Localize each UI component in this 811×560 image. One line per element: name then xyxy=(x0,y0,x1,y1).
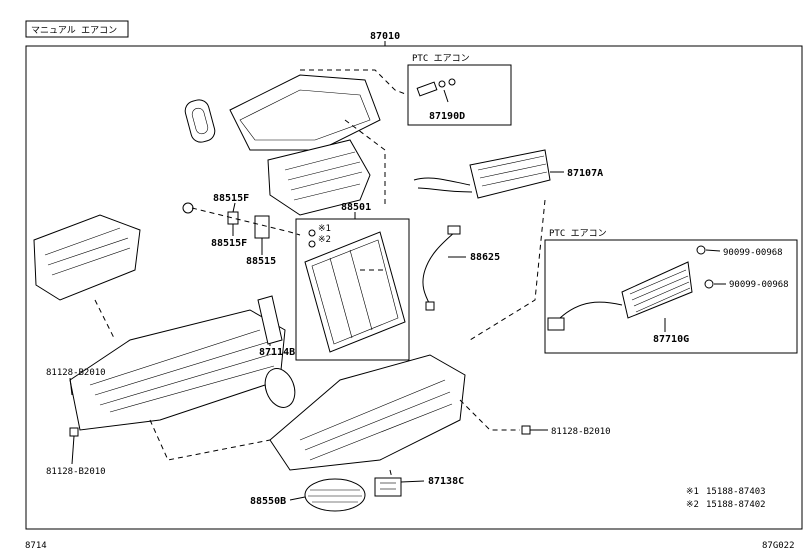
evaporator-icon xyxy=(304,229,406,353)
callout-87190D[interactable]: 87190D xyxy=(429,111,465,122)
blower-motor-icon xyxy=(304,478,366,512)
callout-88515[interactable]: 88515 xyxy=(246,256,276,267)
callout-88625[interactable]: 88625 xyxy=(470,252,500,263)
callout-81128-right[interactable]: 81128-B2010 xyxy=(551,427,611,437)
legend-part-2: 15188-87402 xyxy=(706,500,766,510)
callout-88550B[interactable]: 88550B xyxy=(250,496,286,507)
heater-core-icon xyxy=(413,149,551,199)
clip-icon xyxy=(69,427,79,437)
evaporator-box xyxy=(295,218,410,361)
note-mark-2: ※2 xyxy=(318,235,331,245)
ptc-box-2 xyxy=(544,239,798,354)
callout-87114B[interactable]: 87114B xyxy=(259,347,295,358)
clip-right-icon xyxy=(521,425,531,435)
ptc-sensor-icon xyxy=(416,78,456,103)
left-duct-icon xyxy=(33,214,141,301)
callout-81128-left-top[interactable]: 81128-B2010 xyxy=(46,368,106,378)
callout-88515F-b[interactable]: 88515F xyxy=(211,238,247,249)
callout-90099-00968-b[interactable]: 90099-00968 xyxy=(729,280,789,290)
callout-87107A[interactable]: 87107A xyxy=(567,168,603,179)
main-unit-icon xyxy=(69,295,286,431)
callout-88515F-a[interactable]: 88515F xyxy=(213,193,249,204)
ptc-heater-icon xyxy=(547,245,714,331)
callout-88501[interactable]: 88501 xyxy=(341,202,371,213)
ptc-box-1-title: PTC エアコン xyxy=(412,54,470,64)
ptc-box-2-title: PTC エアコン xyxy=(549,229,607,239)
footer-right: 87G022 xyxy=(762,541,795,551)
variant-box xyxy=(25,20,129,38)
resistor-icon xyxy=(374,477,402,497)
footer-left: 8714 xyxy=(25,541,47,551)
legend-mark-2: ※2 xyxy=(686,500,699,510)
sensor-wire-icon xyxy=(422,225,461,311)
blower-case-icon xyxy=(264,354,466,471)
upper-case-icon xyxy=(184,74,381,216)
callout-87710G[interactable]: 87710G xyxy=(653,334,689,345)
callout-81128-left-bottom[interactable]: 81128-B2010 xyxy=(46,467,106,477)
variant-label: マニュアル エアコン xyxy=(31,26,117,36)
callout-90099-00968-a[interactable]: 90099-00968 xyxy=(723,248,783,258)
callout-87138C[interactable]: 87138C xyxy=(428,476,464,487)
note-mark-1: ※1 xyxy=(318,224,331,234)
legend-mark-1: ※1 xyxy=(686,487,699,497)
assembly-number[interactable]: 87010 xyxy=(370,31,400,42)
servo-motor-icon xyxy=(182,202,270,239)
assembly-frame xyxy=(25,45,803,530)
legend-part-1: 15188-87403 xyxy=(706,487,766,497)
